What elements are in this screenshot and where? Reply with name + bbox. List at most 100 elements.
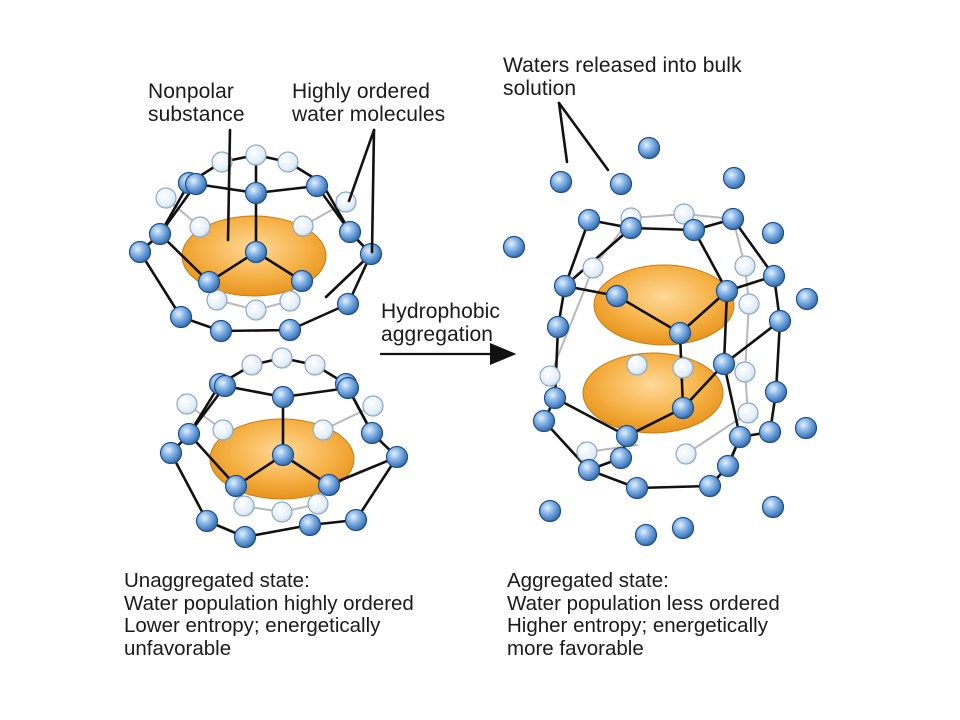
water-molecule-icon <box>271 443 295 467</box>
hydrogen-bond <box>722 319 782 366</box>
water-molecule-icon <box>317 473 341 497</box>
hydrogen-bond <box>158 232 211 284</box>
water-molecule-icon <box>336 376 360 400</box>
process-label-line1: Hydrophobic <box>381 300 500 323</box>
water-molecule-icon <box>292 215 314 237</box>
process-label-line2: aggregation <box>381 323 494 346</box>
hydrogen-bond <box>635 484 712 490</box>
water-molecule-icon <box>502 235 526 259</box>
water-molecule-icon <box>312 419 334 441</box>
unaggregated-caption-line3: Lower entropy; energetically <box>124 614 381 637</box>
nonpolar-substance-icon <box>593 264 735 346</box>
water-molecule-icon <box>278 318 302 342</box>
released-label-line1: Waters released into bulk <box>503 54 742 77</box>
water-molecule-icon <box>245 144 267 166</box>
unaggregated-caption-title: Unaggregated state: <box>124 569 310 592</box>
water-molecule-icon <box>675 443 697 465</box>
water-molecule-icon <box>698 474 722 498</box>
water-molecule-icon <box>244 181 268 205</box>
label-pointer-lines <box>226 101 610 254</box>
water-molecule-icon <box>233 495 255 517</box>
water-molecule-icon <box>716 454 740 478</box>
water-molecule-icon <box>762 264 786 288</box>
water-molecule-icon <box>209 319 233 343</box>
ordered-water-label-line2: water molecules <box>292 103 446 126</box>
hydrogen-bond <box>226 128 232 242</box>
unaggregated-caption-line4: unfavorable <box>124 636 232 660</box>
water-molecule-icon <box>668 321 692 345</box>
water-molecule-icon <box>794 416 818 440</box>
hydrogen-bond-back <box>744 303 750 373</box>
released-waters-label: Waters released into bulk solution <box>503 54 742 100</box>
water-molecule-icon <box>672 357 694 379</box>
water-molecule-icon <box>206 289 228 311</box>
hydrogen-bond <box>553 396 629 438</box>
hydrogen-bond <box>557 101 610 172</box>
hydrogen-bond <box>553 325 560 400</box>
water-molecule-icon <box>128 240 152 264</box>
water-molecule-icon <box>637 136 661 160</box>
water-molecule-icon <box>304 354 326 376</box>
water-molecule-icon <box>671 396 695 420</box>
front-waters <box>128 136 819 549</box>
water-molecule-icon <box>539 365 561 387</box>
hydrogen-bond <box>731 217 776 278</box>
ordered-water-label-line1: Highly ordered <box>292 80 430 103</box>
hydrogen-bond <box>370 128 376 254</box>
water-molecule-icon <box>721 207 745 231</box>
water-molecule-icon <box>734 361 756 383</box>
water-molecule-icon <box>577 458 601 482</box>
water-molecule-icon <box>682 218 706 242</box>
water-molecule-icon <box>609 172 633 196</box>
water-molecule-icon <box>338 220 362 244</box>
nonpolar-label-line2: substance <box>148 103 245 126</box>
aggregated-caption: Aggregated state: Water population less … <box>507 569 780 660</box>
aggregated-caption-line2: Water population less ordered <box>507 591 780 615</box>
water-molecule-icon <box>605 284 629 308</box>
water-molecule-icon <box>195 509 219 533</box>
nonpolar-substance-label: Nonpolar substance <box>148 80 245 126</box>
water-molecule-icon <box>213 374 237 398</box>
water-molecule-icon <box>290 269 314 293</box>
water-molecule-icon <box>673 203 695 225</box>
water-molecule-icon <box>761 221 785 245</box>
water-molecule-icon <box>385 445 409 469</box>
water-molecule-icon <box>758 420 782 444</box>
water-molecule-icon <box>233 525 257 549</box>
aggregated-caption-title: Aggregated state: <box>507 569 669 592</box>
nonpolar-substance-icon <box>582 352 724 434</box>
water-molecule-icon <box>576 441 598 463</box>
released-label-line2: solution <box>503 77 577 100</box>
water-molecule-icon <box>271 501 293 523</box>
water-molecule-icon <box>634 523 658 547</box>
water-molecule-icon <box>626 354 648 376</box>
water-molecule-icon <box>277 151 299 173</box>
hydrogen-bond <box>557 101 569 164</box>
water-molecule-icon <box>712 352 736 376</box>
process-label: Hydrophobic aggregation <box>381 300 500 346</box>
water-molecule-icon <box>305 174 329 198</box>
water-molecule-icon <box>169 305 193 329</box>
water-molecule-icon <box>159 441 183 465</box>
hydrogen-bond <box>327 455 399 487</box>
water-molecule-icon <box>211 151 233 173</box>
water-molecule-icon <box>543 386 567 410</box>
hydrogen-bond <box>563 218 591 288</box>
water-molecule-icon <box>335 191 357 213</box>
water-molecule-icon <box>298 513 322 537</box>
water-molecule-icon <box>176 393 198 415</box>
hydrogen-bond <box>722 362 742 439</box>
water-molecule-icon <box>728 425 752 449</box>
hydrogen-bond <box>347 128 376 203</box>
hydrogen-bond <box>169 451 209 523</box>
water-molecule-icon <box>738 293 760 315</box>
water-molecule-icon <box>189 216 211 238</box>
water-molecule-icon <box>360 421 384 445</box>
water-molecule-icon <box>795 287 819 311</box>
water-molecule-icon <box>553 274 577 298</box>
water-molecule-icon <box>609 446 633 470</box>
water-molecule-icon <box>582 257 604 279</box>
hydrogen-bond <box>138 250 183 319</box>
hydrogen-bond <box>219 328 292 333</box>
hydrogen-bond <box>563 226 633 288</box>
